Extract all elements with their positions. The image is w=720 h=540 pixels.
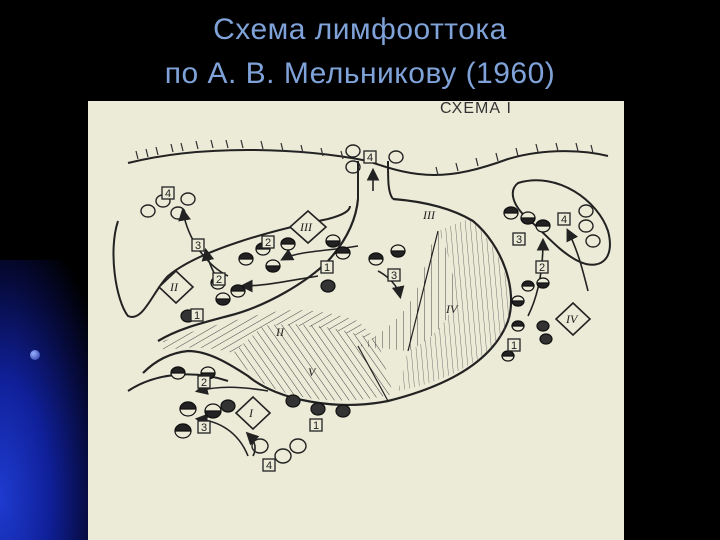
num-3: 3 — [516, 234, 522, 246]
background-glow — [0, 260, 100, 540]
zone-label-iv-stomach: IV — [445, 302, 459, 316]
bullet-dot — [30, 350, 40, 360]
diaphragm-line — [127, 149, 609, 176]
lymph-drainage-scheme: 4 4 3 2 1 3 2 1 4 3 2 1 2 3 1 4 I II III… — [88, 100, 624, 540]
num-2: 2 — [265, 237, 271, 249]
zone-label-iv: IV — [565, 312, 579, 326]
num-4: 4 — [367, 152, 373, 164]
num-1: 1 — [313, 420, 319, 432]
num-2: 2 — [539, 262, 545, 274]
zone-label-i: I — [248, 406, 254, 420]
esophagus — [357, 160, 394, 200]
stomach-inner — [157, 198, 360, 342]
num-1: 1 — [324, 262, 330, 274]
num-3: 3 — [195, 240, 201, 252]
zone-diamond-iv — [554, 301, 592, 337]
zone-diamond-i — [234, 395, 272, 431]
num-2: 2 — [216, 274, 222, 286]
zone-label-iii: III — [299, 220, 313, 234]
zone-diamond-ii — [157, 269, 195, 305]
zone-ii-hatch — [163, 310, 378, 353]
zone-label-ii-stomach: II — [275, 325, 285, 339]
diaphragm-hairs — [135, 139, 594, 176]
num-1: 1 — [194, 310, 200, 322]
number-boxes — [161, 150, 571, 472]
num-3: 3 — [201, 422, 207, 434]
zone-label-v: V — [308, 365, 317, 379]
scheme-header: СХЕМА I — [440, 100, 512, 117]
liver-outline — [112, 205, 351, 318]
zone-labels: I II III IV III IV V II — [169, 208, 579, 420]
spleen-outline — [511, 179, 611, 266]
zone-diamond-iii — [288, 209, 328, 245]
filled-nodes — [170, 206, 553, 439]
num-3: 3 — [391, 270, 397, 282]
slide-title-line-1: Схема лимфооттока — [213, 13, 507, 46]
box-numerals: 4 4 3 2 1 3 2 1 4 3 2 1 2 3 1 4 — [165, 152, 567, 472]
zone-iv-hatch — [398, 219, 511, 391]
num-4: 4 — [561, 214, 567, 226]
zone-iii-hatch — [358, 231, 454, 351]
stomach-outer — [142, 197, 513, 406]
num-4: 4 — [266, 460, 272, 472]
open-nodes — [140, 144, 601, 464]
num-2: 2 — [201, 377, 207, 389]
scheme-drawing: 4 4 3 2 1 3 2 1 4 3 2 1 2 3 1 4 I II III… — [112, 139, 611, 472]
num-1: 1 — [511, 340, 517, 352]
zone-v-hatch — [233, 324, 393, 401]
num-4: 4 — [165, 188, 171, 200]
zone-label-iii-stomach: III — [422, 208, 436, 222]
zone-diamonds — [157, 209, 592, 431]
slide-title-line-2: по А. В. Мельникову (1960) — [164, 57, 556, 90]
zone-label-ii: II — [169, 280, 179, 294]
